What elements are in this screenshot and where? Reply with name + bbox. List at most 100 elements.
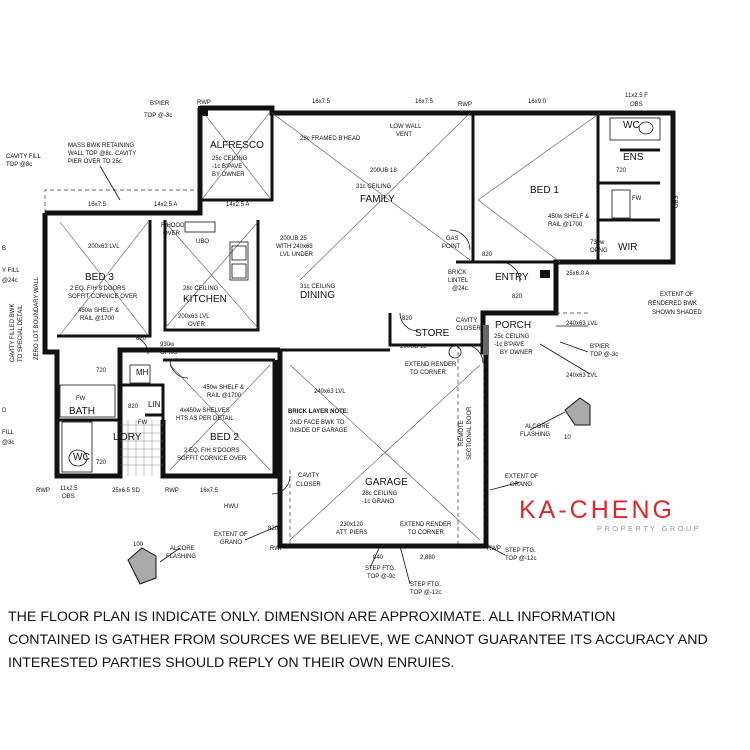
logo-tagline: PROPERTY GROUP: [597, 524, 702, 533]
note: 720: [96, 368, 107, 374]
note: 720: [616, 168, 627, 174]
note: @24c: [2, 278, 18, 284]
note: 16x7.5: [312, 99, 331, 105]
note: STEP FTG.: [365, 566, 396, 572]
room-label-kitchen: KITCHEN: [183, 294, 227, 305]
note: WALL TOP @8c. CAVITY: [68, 151, 136, 157]
note: -1c B'PAVE: [212, 164, 242, 170]
note: ALCORE: [170, 546, 195, 552]
note: TOP @-12c: [505, 556, 537, 562]
note: 25x6.5 SD: [112, 488, 141, 494]
room-label-wc: WC: [623, 120, 640, 131]
note: 14x2.5 A: [154, 202, 177, 208]
alcore-flashing-symbols: [127, 397, 591, 585]
note: FLASHING: [520, 432, 550, 438]
leader-lines: [99, 165, 591, 585]
note: CAVITY FILL: [6, 154, 41, 160]
room-label-garage: GARAGE: [365, 477, 408, 488]
note: OBS: [674, 195, 680, 208]
note: 16x7.5: [415, 99, 434, 105]
note: R'HOOD: [161, 223, 185, 229]
note: TOP @8c: [6, 162, 32, 168]
note: EXTENT OF: [660, 292, 694, 298]
note: 240x63 LVL: [566, 373, 598, 379]
note: EXTENT OF: [214, 532, 248, 538]
room-label-ensuite: ENS: [623, 152, 644, 163]
note: RAIL @1700: [548, 222, 583, 228]
disclaimer-line: THE FLOOR PLAN IS INDICATE ONLY. DIMENSI…: [8, 609, 616, 625]
room-label-dining: DINING: [300, 290, 335, 301]
room-label-store: STORE: [415, 328, 450, 339]
note: VENT: [396, 132, 412, 138]
note: CLOSER: [456, 326, 481, 332]
room-label-entry: ENTRY: [495, 272, 529, 283]
note: OBS: [630, 102, 643, 108]
note: 200UB 18: [400, 344, 427, 350]
note: CAVITY FILLED BWK: [10, 304, 16, 362]
note: TO CORNER: [408, 530, 445, 536]
note: 31c CEILING: [356, 184, 392, 190]
note: EXTEND RENDER: [405, 362, 457, 368]
note: 2 EQ. F/H S'DOORS: [184, 448, 240, 454]
note: RWP: [36, 488, 50, 494]
note: BY OWNER: [500, 350, 533, 356]
note: STEP FTG.: [410, 582, 441, 588]
note: BRICK: [448, 270, 466, 276]
note: Y FILL: [2, 268, 20, 274]
logo-name: KA-CHENG: [519, 496, 675, 524]
note: 16x9.0: [528, 99, 547, 105]
note: RWP: [197, 100, 211, 106]
room-label-wir: WIR: [618, 242, 637, 253]
note: TOP @-12c: [410, 590, 442, 596]
note: 820: [402, 316, 413, 322]
note: @24c: [452, 286, 468, 292]
note: 2,880: [420, 555, 436, 561]
ceiling-lines: [44, 111, 601, 546]
note: 240x63 LVL: [566, 321, 598, 327]
note: 28c FRAMED B'HEAD: [300, 136, 361, 142]
disclaimer-line: CONTAINED IS GATHER FROM SOURCES WE BELI…: [8, 632, 708, 648]
note: 450w SHELF &: [78, 308, 119, 314]
note: 730w: [590, 240, 605, 246]
note: 200UB 18: [370, 168, 397, 174]
note: HTS AS PER DETAIL: [176, 416, 234, 422]
note: GRANO: [220, 540, 242, 546]
note: 820: [128, 404, 139, 410]
room-label-laundry: L'DRY: [113, 432, 142, 443]
disclaimer-text: THE FLOOR PLAN IS INDICATE ONLY. DIMENSI…: [8, 606, 743, 675]
note: CLOSER: [296, 482, 321, 488]
note: ZERO LOT BOUNDARY WALL: [34, 276, 40, 360]
note: FW: [76, 396, 86, 402]
note: -1c GRANO: [362, 499, 394, 505]
note: STEP FTG.: [505, 548, 536, 554]
room-labels: ALFRESCO FAMILY BED 1 BED 3 KITCHEN DINI…: [69, 120, 644, 488]
room-label-bed2: BED 2: [210, 432, 239, 443]
note: RWP: [165, 488, 179, 494]
note: RENDERED BWK: [648, 301, 697, 307]
note: 100: [133, 542, 144, 548]
room-label-family: FAMILY: [360, 194, 395, 205]
note: 28c CEILING: [362, 491, 398, 497]
note: 300x63 LVL: [224, 106, 256, 112]
room-label-alfresco: ALFRESCO: [210, 140, 264, 151]
note: TOP @-3c: [144, 113, 172, 119]
note: 820: [268, 526, 279, 532]
note: PIER OVER TO 25c: [68, 159, 122, 165]
note: REMOTE: [459, 420, 465, 446]
note: 25x6.0 A: [566, 271, 589, 277]
note: D: [2, 408, 7, 414]
note: 200x63 LVL: [88, 244, 120, 250]
note: FLASHING: [166, 554, 196, 560]
note: WITH 240x63: [276, 244, 313, 250]
note: 450w SHELF &: [203, 385, 244, 391]
note: TO CORNER: [410, 370, 447, 376]
note: B'PIER: [150, 101, 170, 107]
note: -1c B'PAVE: [494, 342, 524, 348]
note: CAVITY: [298, 473, 319, 479]
note: 840: [373, 555, 384, 561]
note: POINT: [442, 244, 461, 250]
note: FW: [138, 420, 148, 426]
note: TOP @-9c: [367, 574, 395, 580]
note: OBS: [62, 494, 75, 500]
note: EXTENT OF: [505, 474, 539, 480]
